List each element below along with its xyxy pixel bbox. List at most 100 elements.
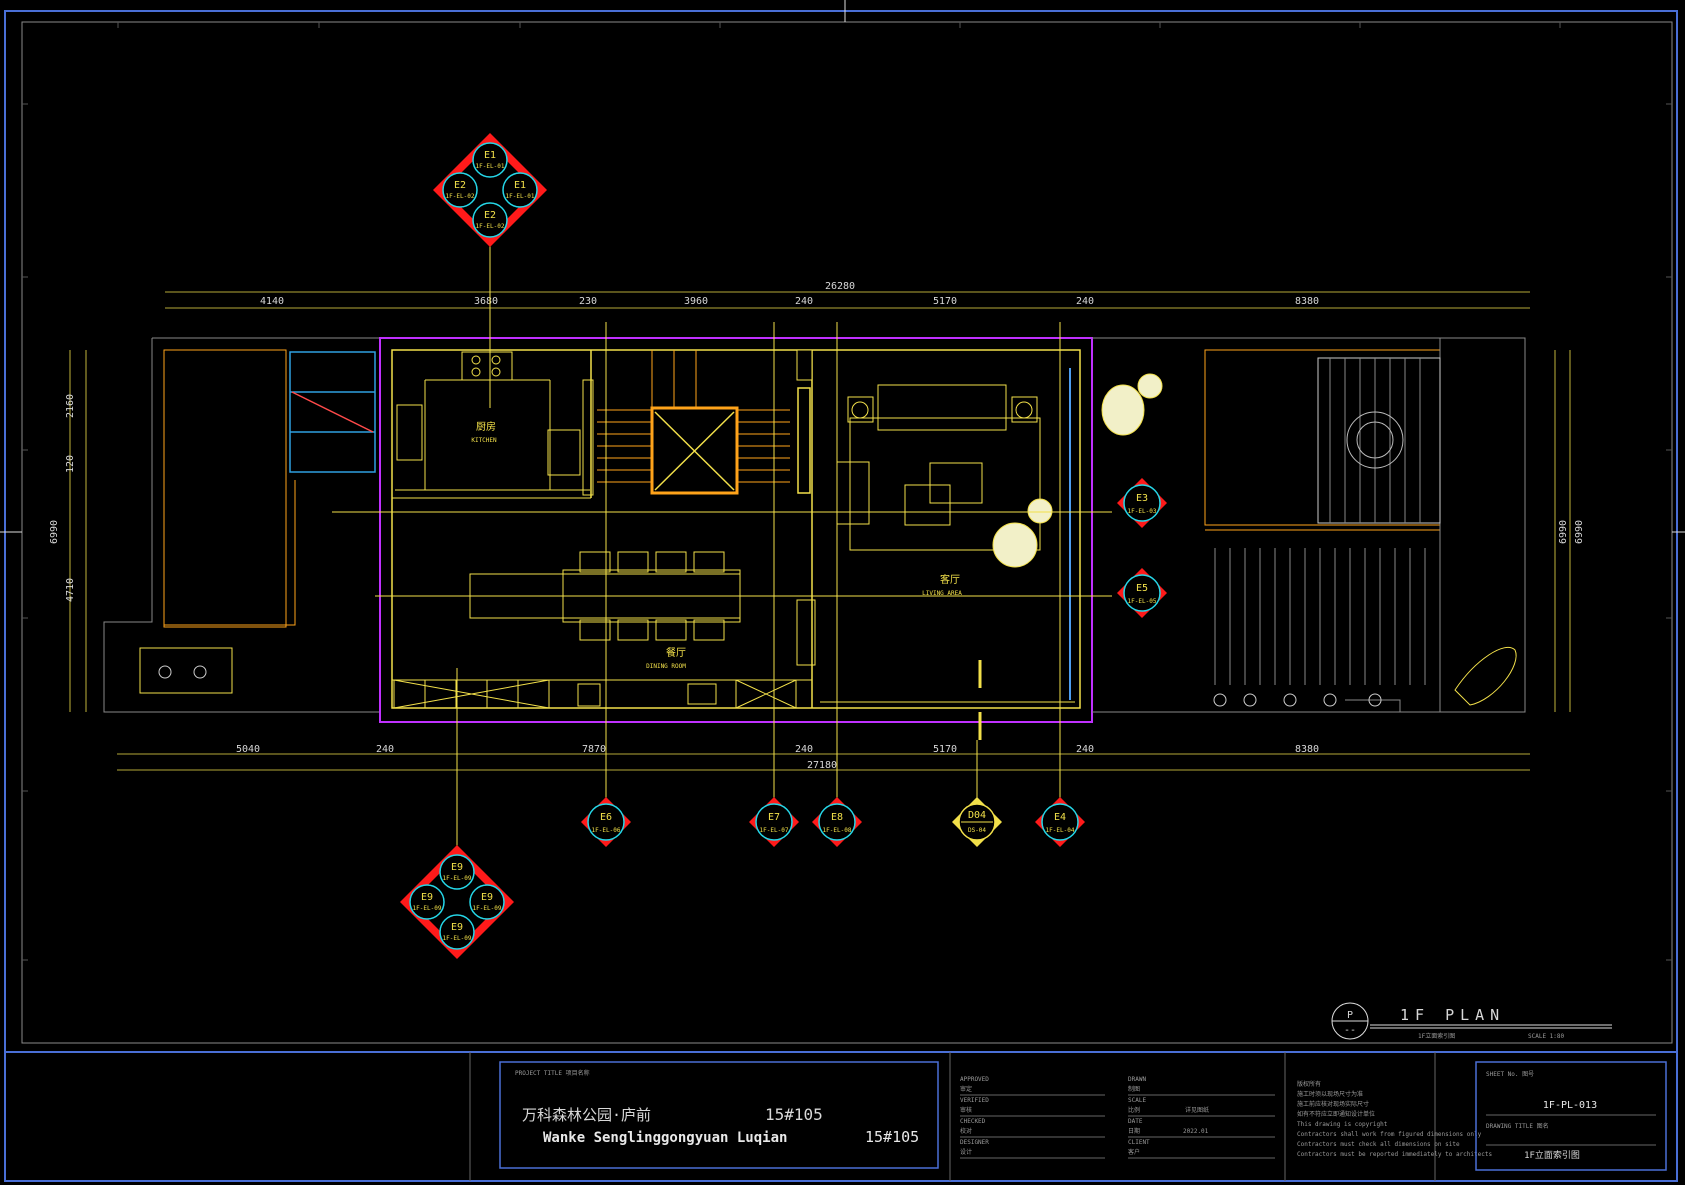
date-label-cn: 日期 [1128,1127,1140,1135]
dim-top: 3960 [684,296,708,307]
drawn-label: DRAWN [1128,1076,1146,1083]
elevation-marker-e8[interactable]: E8 1F-EL-08 [812,797,862,847]
marker-label: E9 [421,892,433,903]
marker-code: 1F-EL-09 [473,905,502,912]
stair-core [597,350,811,495]
note-line: 如有不符应立即通知设计单位 [1297,1110,1375,1118]
left-dimension-column: 2160 120 4710 6990 [49,394,76,602]
dim-bottom: 240 [376,744,394,755]
date-value: 2022.01 [1183,1128,1209,1135]
marker-code: 1F-EL-09 [443,935,472,942]
bottom-dimension-row: 5040 240 7870 240 5170 240 8380 27180 [236,744,1319,771]
verified-label: VERIFIED [960,1097,989,1104]
room-kitchen-en: KITCHEN [471,437,497,444]
marker-code: 1F-EL-09 [413,905,442,912]
plan-title-text: 1F PLAN [1400,1006,1505,1024]
marker-code: 1F-EL-02 [446,193,475,200]
outdoor-terrace [139,357,1517,707]
dim-bottom: 240 [1076,744,1094,755]
dim-top: 8380 [1295,296,1319,307]
glass-window-block [289,351,376,473]
plan-symbol-bottom: -- [1344,1025,1356,1036]
marker-label: E1 [514,180,526,191]
dining-table-set [469,551,816,666]
marker-code: 1F-EL-06 [592,827,621,834]
dim-left-total: 6990 [49,520,60,544]
marker-code: 1F-EL-08 [823,827,852,834]
marker-label: E2 [454,180,466,191]
dim-bottom: 5170 [933,744,957,755]
dim-left: 120 [65,455,76,473]
project-name-en: Wanke Senglinggongyuan Luqian [543,1130,787,1146]
dim-top: 3680 [474,296,498,307]
marker-label: E6 [600,812,612,823]
drawing-title: 1F立面索引图 [1524,1149,1580,1161]
checked-label-cn: 校对 [960,1127,972,1135]
room-kitchen-cn: 厨房 [476,420,496,433]
client-label-cn: 客户 [1128,1148,1140,1156]
room-living-en: LIVING AREA [922,590,962,597]
top-dimension-row: 26280 4140 3680 230 3960 240 5170 240 83… [260,281,1319,307]
marker-code: 1F-EL-07 [760,827,789,834]
drawn-label-cn: 制图 [1128,1085,1140,1093]
dim-bottom-total: 27180 [807,760,837,771]
kitchen-fixtures [395,351,594,496]
dimension-lines [69,291,1571,771]
plan-scale: SCALE 1:80 [1528,1033,1565,1040]
note-line: 施工时须以现场尺寸为准 [1297,1090,1363,1098]
marker-label: D04 [968,810,986,821]
dim-top: 5170 [933,296,957,307]
designer-label-cn: 设计 [960,1148,972,1156]
marker-code: 1F-EL-01 [506,193,535,200]
elevation-cluster-top[interactable]: E1 1F-EL-01 E2 1F-EL-02 E1 1F-EL-01 E2 1… [433,133,547,247]
note-line: Contractors must be reported immediately… [1297,1151,1492,1158]
project-name-cn: 万科森林公园·庐前 [522,1106,651,1124]
dim-bottom: 5040 [236,744,260,755]
index-leader-lines [332,243,1112,848]
copyright-notes: 版权所有 施工时须以现场尺寸为准 施工前应核对现场实际尺寸 如有不符应立即通知设… [1297,1080,1492,1158]
dim-top: 240 [795,296,813,307]
verified-label-cn: 审核 [960,1106,972,1114]
project-number-top: 15#105 [765,1105,823,1124]
note-line: 施工前应核对现场实际尺寸 [1297,1100,1369,1108]
scale-label-cn: 比例 [1128,1106,1140,1114]
elevation-cluster-bottom[interactable]: E9 1F-EL-09 E9 1F-EL-09 E9 1F-EL-09 E9 1… [400,845,514,959]
approval-fields: APPROVED 审定 VERIFIED 审核 CHECKED 校对 DESIG… [960,1076,1275,1159]
marker-code: DS-04 [968,827,986,834]
elevation-marker-e6[interactable]: E6 1F-EL-06 [581,797,631,847]
detail-marker-d04[interactable]: D04 DS-04 [952,797,1002,847]
elevation-marker-e7[interactable]: E7 1F-EL-07 [749,797,799,847]
elevation-marker-e3[interactable]: E3 1F-EL-03 [1117,478,1167,528]
dim-top: 240 [1076,296,1094,307]
dim-top: 4140 [260,296,284,307]
sheet-number: 1F-PL-013 [1543,1100,1597,1111]
marker-code: 1F-EL-02 [476,223,505,230]
sheet-no-label: SHEET No. 图号 [1486,1071,1534,1078]
checked-label: CHECKED [960,1118,986,1125]
room-dining-cn: 餐厅 [666,646,686,659]
marker-label: E4 [1054,812,1066,823]
marker-label: E5 [1136,583,1148,594]
storage-cabinets [393,679,797,709]
marker-label: E2 [484,210,496,221]
title-block: PROJECT TITLE 项目名称 万科森林公园·庐前 15#105 Wank… [499,1061,1667,1171]
elevation-marker-e5[interactable]: E5 1F-EL-05 [1117,568,1167,618]
marker-label: E8 [831,812,843,823]
marker-label: E7 [768,812,780,823]
note-line: Contractors shall work from figured dime… [1297,1131,1482,1138]
drawing-title-label: DRAWING TITLE 图名 [1486,1122,1549,1130]
project-title-label: PROJECT TITLE 项目名称 [515,1069,590,1077]
dim-bottom: 240 [795,744,813,755]
approved-label-cn: 审定 [960,1085,972,1093]
right-dimension-column: 6990 6990 [1558,520,1585,544]
approved-label: APPROVED [960,1076,989,1083]
dim-top-total: 26280 [825,281,855,292]
dim-right-total: 6990 [1558,520,1569,544]
notes-title: 版权所有 [1297,1080,1321,1088]
project-number-bottom: 15#105 [865,1128,919,1146]
marker-code: 1F-EL-05 [1128,598,1157,605]
elevation-marker-e4[interactable]: E4 1F-EL-04 [1035,797,1085,847]
living-furniture [820,384,1075,740]
